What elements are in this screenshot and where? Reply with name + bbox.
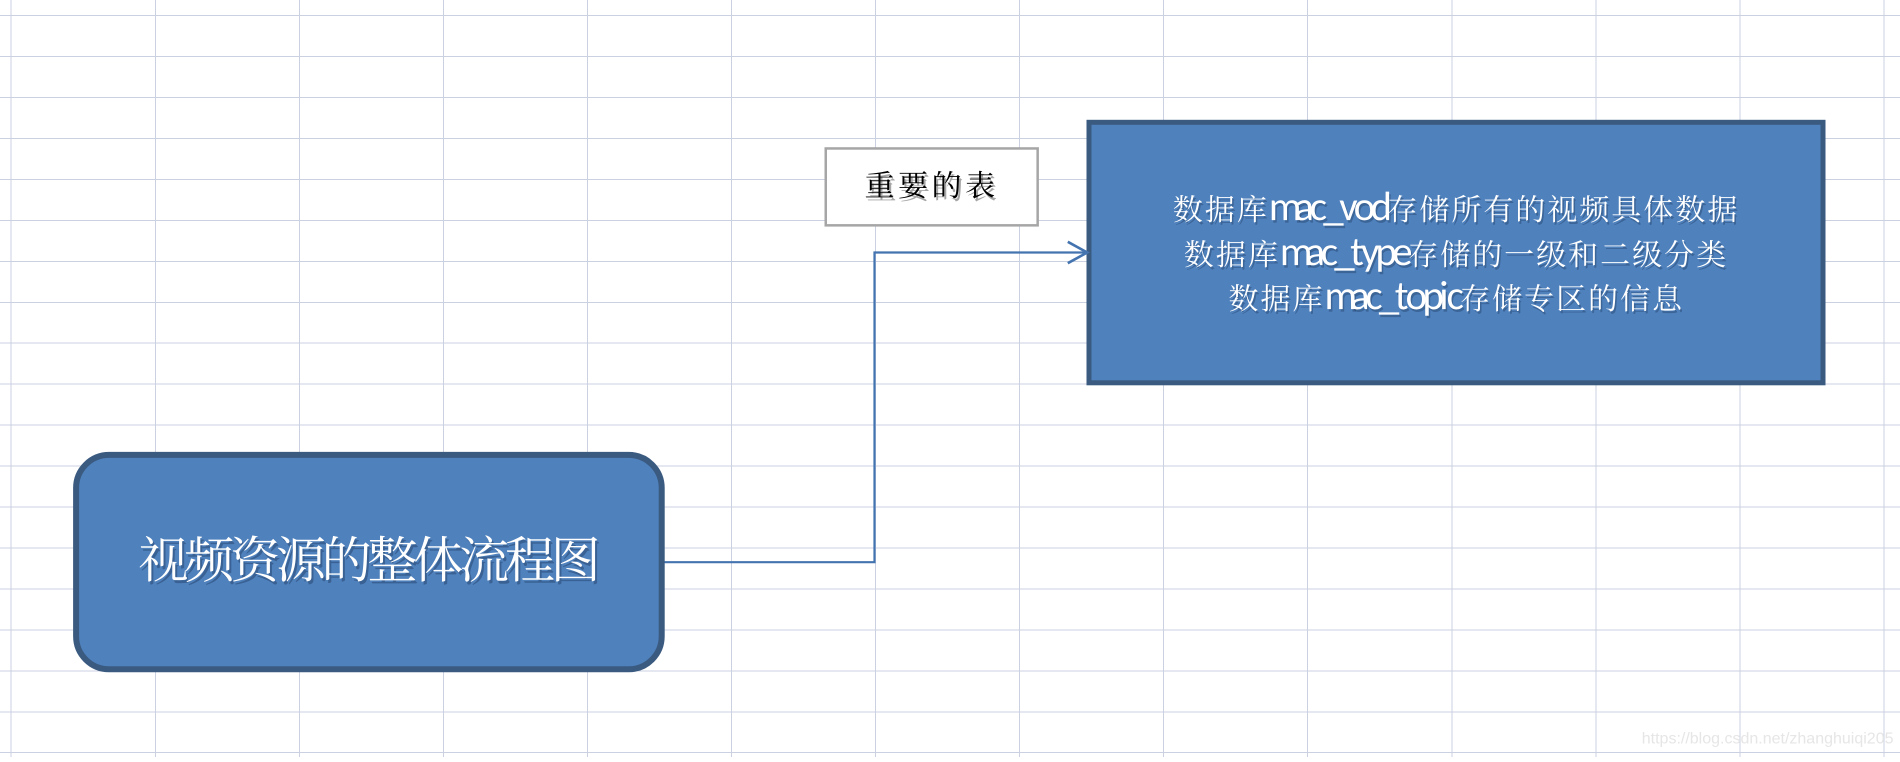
svg-text:https://blog.csdn.net/zhanghui: https://blog.csdn.net/zhanghuiqi205 xyxy=(1642,731,1894,748)
